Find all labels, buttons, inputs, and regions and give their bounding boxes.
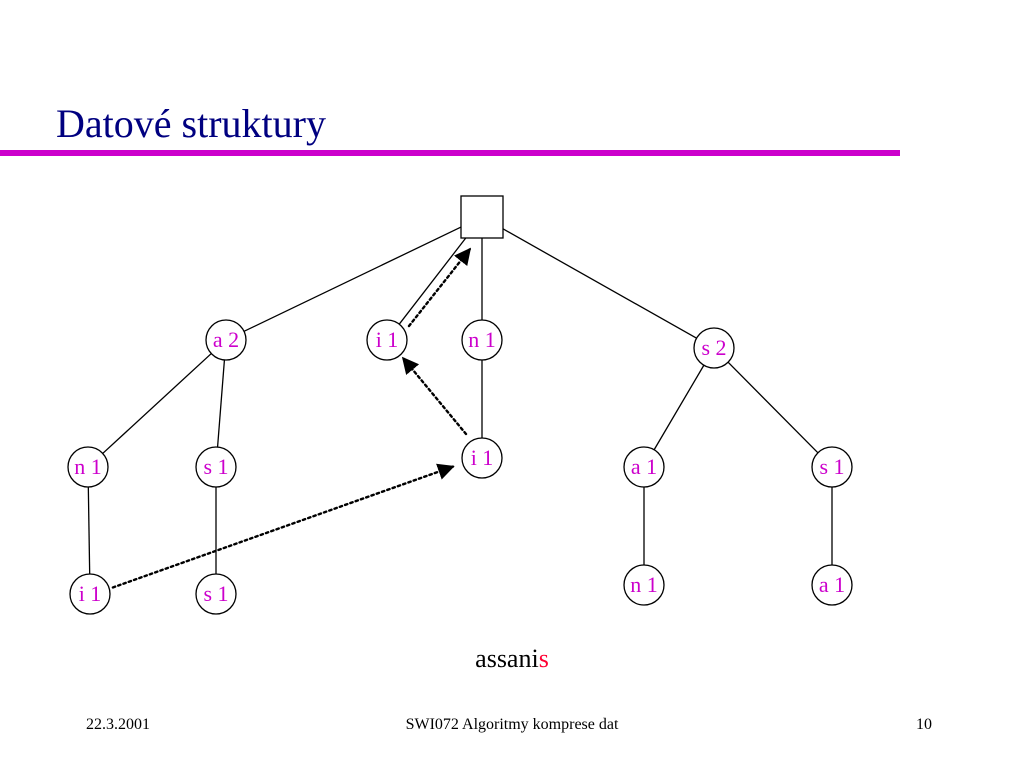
suffix-link-i1_bottom-to-i1_mid <box>111 463 455 589</box>
tree-node: s 2 <box>693 327 735 369</box>
tree-node-label: n 1 <box>630 572 658 597</box>
tree-node-circle <box>623 446 665 488</box>
suffix-links <box>111 247 472 589</box>
tree-node-circle <box>69 573 111 615</box>
tree-node: s 1 <box>195 573 237 615</box>
slide-title: Datové struktury <box>56 101 326 146</box>
tree-node-label: n 1 <box>468 327 496 352</box>
tree-node: n 1 <box>623 564 665 606</box>
tree-node-circle <box>623 564 665 606</box>
tree-node: i 1 <box>461 437 503 479</box>
footer-date: 22.3.2001 <box>86 716 150 733</box>
tree-edge-root-i1_top <box>398 237 467 325</box>
title-underline <box>0 150 900 156</box>
suffix-link-i1_top-to-root <box>407 247 472 328</box>
tree-node-label: a 1 <box>631 454 657 479</box>
tree-edge-s2-s1_right <box>727 361 819 454</box>
caption-highlight: s <box>538 644 549 673</box>
tree-node-label: s 1 <box>203 454 228 479</box>
tree-node-circle <box>195 446 237 488</box>
tree-edge-root-s2 <box>502 228 697 339</box>
root-node <box>460 195 504 239</box>
tree-node-circle <box>811 446 853 488</box>
caption: assanis <box>0 644 1024 674</box>
tree-node-label: i 1 <box>471 445 494 470</box>
tree-edge-n1_left-i1_bottom <box>87 486 91 575</box>
tree-node-label: a 2 <box>213 327 239 352</box>
tree-node-circle <box>205 319 247 361</box>
tree-node: s 1 <box>195 446 237 488</box>
tree-edge-root-a2 <box>243 226 462 332</box>
tree-node-label: n 1 <box>74 454 102 479</box>
tree-node-circle <box>461 437 503 479</box>
tree-edges <box>87 226 833 575</box>
tree-node: n 1 <box>67 446 109 488</box>
tree-node-label: s 1 <box>819 454 844 479</box>
tree-node-label: a 1 <box>819 572 845 597</box>
tree-node: a 1 <box>623 446 665 488</box>
footer-course: SWI072 Algoritmy komprese dat <box>405 716 619 733</box>
tree-node-label: i 1 <box>376 327 399 352</box>
tree-node: s 1 <box>811 446 853 488</box>
tree-node-label: s 1 <box>203 581 228 606</box>
tree-node: i 1 <box>69 573 111 615</box>
tree-node-circle <box>195 573 237 615</box>
tree-node: a 2 <box>205 319 247 361</box>
tree-node-circle <box>366 319 408 361</box>
suffix-link-i1_mid-to-i1_top <box>401 356 468 436</box>
tree-node: a 1 <box>811 564 853 606</box>
root-node-box <box>460 195 504 239</box>
footer-page-number: 10 <box>916 716 932 733</box>
tree-node-circle <box>811 564 853 606</box>
tree-node-circle <box>693 327 735 369</box>
tree-edge-a2-s1_left <box>216 359 226 448</box>
tree-node-circle <box>461 319 503 361</box>
tree-node: n 1 <box>461 319 503 361</box>
tree-node-label: i 1 <box>79 581 102 606</box>
tree-edge-s2-a1_right <box>653 364 705 451</box>
tree-nodes: a 2 i 1 n 1 s 2 n 1 s 1 i 1 a 1 s 1 i 1 s 1 n 1 a 1 <box>67 195 853 615</box>
tree-node: i 1 <box>366 319 408 361</box>
tree-node-circle <box>67 446 109 488</box>
tree-node-label: s 2 <box>701 335 726 360</box>
tree-edge-a2-n1_left <box>102 353 212 454</box>
caption-prefix: assani <box>475 644 539 673</box>
